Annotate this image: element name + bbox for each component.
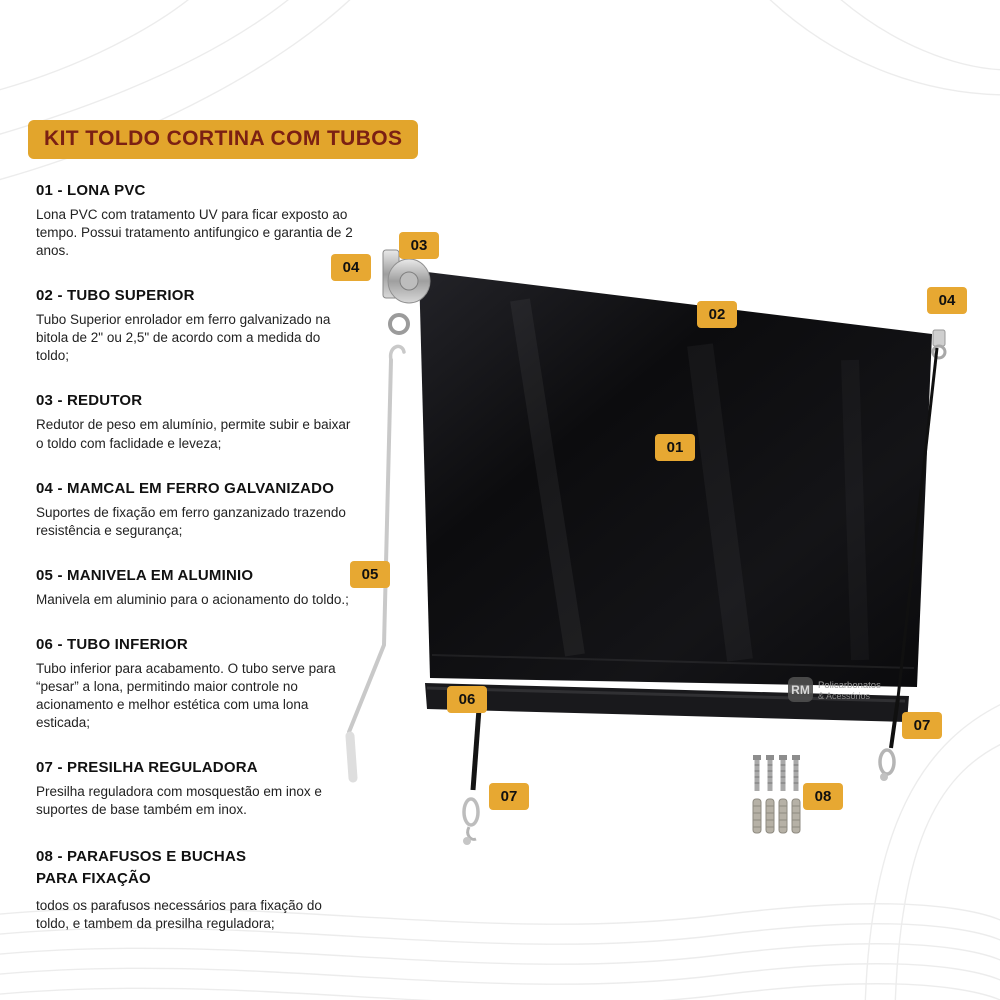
rm-brand-logo: RM Policarbonatos & Acessórios xyxy=(788,677,881,702)
part-heading-05: 05 - MANIVELA EM ALUMINIO xyxy=(36,566,254,584)
presilha-bottom xyxy=(462,708,482,845)
part-heading-04: 04 - MAMCAL EM FERRO GALVANIZADO xyxy=(36,479,335,497)
callout-badge-08: 08 xyxy=(803,783,843,810)
part-description-05: Manivela em aluminio para o acionamento … xyxy=(36,591,349,607)
part-description-03: Redutor de peso em alumínio, permite sub… xyxy=(36,417,351,451)
callout-badge-04-left: 04 xyxy=(331,254,371,281)
callout-badge-03: 03 xyxy=(399,232,439,259)
part-item-06: 06 - TUBO INFERIOR Tubo inferior para ac… xyxy=(36,636,368,732)
part-item-08: 08 - PARAFUSOS E BUCHAS PARA FIXAÇÃO tod… xyxy=(36,846,368,933)
part-item-07: 07 - PRESILHA REGULADORA Presilha regula… xyxy=(36,759,368,819)
page-title: KIT TOLDO CORTINA COM TUBOS xyxy=(28,120,419,159)
lona-pvc-canvas xyxy=(419,271,932,687)
callout-badge-05: 05 xyxy=(350,561,390,588)
part-description-04: Suportes de fixação em ferro ganzanizado… xyxy=(36,504,346,538)
part-heading-06: 06 - TUBO INFERIOR xyxy=(36,635,188,653)
part-item-03: 03 - REDUTOR Redutor de peso em alumínio… xyxy=(36,392,368,452)
rm-logo-line1: Policarbonatos xyxy=(818,680,881,691)
part-heading-07: 07 - PRESILHA REGULADORA xyxy=(36,759,258,777)
part-heading-02: 02 - TUBO SUPERIOR xyxy=(36,287,195,305)
rm-logo-line2: & Acessórios xyxy=(818,691,871,701)
callout-badge-01: 01 xyxy=(655,434,695,461)
part-item-02: 02 - TUBO SUPERIOR Tubo Superior enrolad… xyxy=(36,287,368,365)
part-description-01: Lona PVC com tratamento UV para ficar ex… xyxy=(36,207,353,259)
callout-badge-06: 06 xyxy=(447,686,487,713)
presilha-right xyxy=(878,347,939,781)
part-description-07: Presilha reguladora com mosquestão em in… xyxy=(36,784,322,818)
callout-badge-02: 02 xyxy=(697,301,737,328)
callout-badge-04-right: 04 xyxy=(927,287,967,314)
mamcal-right-bracket xyxy=(931,329,947,360)
part-heading-01: 01 - LONA PVC xyxy=(36,182,146,199)
callout-badge-07-bottom: 07 xyxy=(489,783,529,810)
part-item-04: 04 - MAMCAL EM FERRO GALVANIZADO Suporte… xyxy=(36,480,368,540)
parts-list: 01 - LONA PVC Lona PVC com tratamento UV… xyxy=(36,182,368,960)
parafusos-buchas xyxy=(752,755,801,834)
part-heading-03: 03 - REDUTOR xyxy=(36,392,143,410)
callout-badge-07-right: 07 xyxy=(902,712,942,739)
part-description-02: Tubo Superior enrolador em ferro galvani… xyxy=(36,312,331,364)
rm-logo-text: RM xyxy=(791,683,810,697)
part-description-06: Tubo inferior para acabamento. O tubo se… xyxy=(36,660,336,731)
part-item-01: 01 - LONA PVC Lona PVC com tratamento UV… xyxy=(36,182,368,260)
part-heading-08: 08 - PARAFUSOS E BUCHAS PARA FIXAÇÃO xyxy=(36,848,247,888)
part-description-08: todos os parafusos necessários para fixa… xyxy=(36,897,322,931)
part-item-05: 05 - MANIVELA EM ALUMINIO Manivela em al… xyxy=(36,567,368,609)
manivela-crank xyxy=(345,344,406,783)
tubo-superior-redutor-mamcal xyxy=(382,249,431,335)
